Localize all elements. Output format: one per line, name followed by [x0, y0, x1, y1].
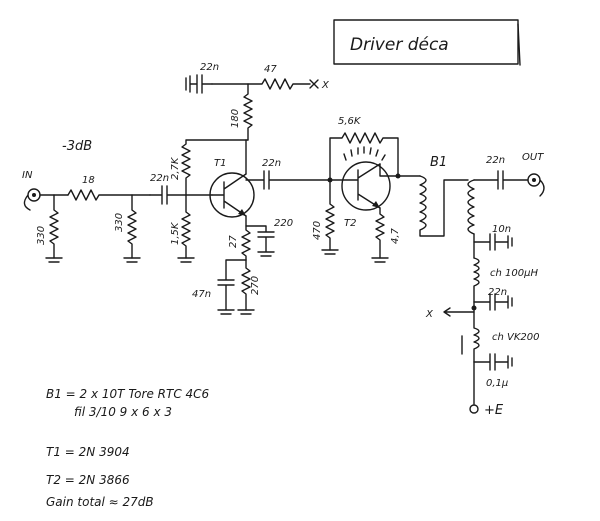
- svg-text:330: 330: [36, 226, 47, 245]
- t1-label: T1: [214, 158, 226, 169]
- c-coupling-out-icon: [245, 170, 331, 190]
- svg-text:X: X: [425, 309, 434, 320]
- transformer-secondary-icon: [467, 179, 475, 235]
- svg-text:270: 270: [250, 276, 261, 295]
- output-section: B1 22n OUT 10n ch 100µH 22n X ch VK200 0…: [419, 152, 545, 418]
- stage1-section: 22n 2,7K 1,5K T1 180 47 X 22n 27 270 47n…: [149, 62, 331, 315]
- svg-text:27: 27: [228, 235, 239, 248]
- svg-text:470: 470: [312, 221, 323, 240]
- svg-text:330: 330: [114, 213, 125, 232]
- choke1-icon: [473, 257, 480, 303]
- note-b1-line2: fil 3/10 9 x 6 x 3: [74, 405, 172, 419]
- heatsink-icon: [343, 146, 386, 161]
- svg-text:ch 100µH: ch 100µH: [490, 268, 538, 279]
- attenuator-label: -3dB: [62, 139, 92, 154]
- svg-text:22n: 22n: [486, 155, 505, 166]
- choke2-icon: [473, 301, 480, 363]
- out-label: OUT: [522, 152, 544, 163]
- t2-transistor-icon: [341, 161, 391, 211]
- svg-text:22n: 22n: [262, 158, 281, 169]
- title: Driver déca: [350, 35, 449, 55]
- in-label: IN: [22, 170, 33, 181]
- svg-text:22n: 22n: [150, 173, 169, 184]
- c-out-icon: [473, 170, 529, 190]
- r-out-shunt-icon: [127, 194, 137, 259]
- c-decoupling3-icon: [473, 353, 513, 371]
- svg-text:22n: 22n: [488, 287, 507, 298]
- svg-text:22n: 22n: [200, 62, 219, 73]
- svg-text:1,5K: 1,5K: [170, 221, 181, 245]
- r-bias-top-icon: [181, 139, 249, 196]
- svg-text:47: 47: [264, 64, 277, 75]
- r-base-icon: [325, 179, 335, 251]
- svg-text:4,7: 4,7: [390, 227, 401, 244]
- attenuator-section: -3dB IN 330 18 330: [22, 139, 151, 263]
- note-gain: Gain total ≈ 27dB: [46, 495, 154, 509]
- c-decoupling1-icon: [473, 233, 513, 251]
- x-arrow-icon: [443, 307, 475, 317]
- b1-label: B1: [430, 155, 447, 170]
- r-emitter2-icon: [241, 259, 251, 311]
- r-collector-icon: [243, 83, 253, 141]
- stage2-section: 5,6K 470 T2 4,7: [312, 116, 421, 263]
- note-t1: T1 = 2N 3904: [46, 445, 130, 459]
- note-b1-line1: B1 = 2 x 10T Tore RTC 4C6: [46, 387, 210, 401]
- c-decoupling2-icon: [473, 293, 513, 311]
- svg-text:47n: 47n: [192, 289, 211, 300]
- r-emitter-t2-icon: [375, 207, 385, 259]
- c-in-icon: [149, 185, 213, 205]
- r-emitter1-icon: [241, 215, 251, 261]
- r-in-shunt-icon: [49, 194, 59, 259]
- svg-text:10n: 10n: [492, 224, 511, 235]
- c-emitter-icon: [217, 259, 247, 315]
- r-supply-icon: [211, 78, 311, 90]
- transformer-primary-icon: [419, 175, 469, 237]
- notes-section: B1 = 2 x 10T Tore RTC 4C6 fil 3/10 9 x 6…: [46, 387, 210, 509]
- supply-x-icon: [309, 79, 319, 89]
- r-series-icon: [67, 189, 151, 201]
- r-bias-bottom-icon: [181, 194, 191, 259]
- svg-text:2,7K: 2,7K: [170, 156, 181, 180]
- ground-icon: [45, 257, 63, 263]
- svg-text:5,6K: 5,6K: [338, 116, 362, 127]
- r-feedback-icon: [329, 132, 399, 181]
- c-collector-gnd-icon: [245, 225, 275, 257]
- svg-text:180: 180: [230, 109, 241, 128]
- title-box: Driver déca: [333, 19, 521, 66]
- c-supply-icon: [185, 74, 213, 94]
- svg-text:ch VK200: ch VK200: [492, 332, 540, 343]
- t1-transistor-icon: [209, 172, 255, 218]
- supply-terminal-icon: [469, 404, 479, 414]
- svg-text:+E: +E: [484, 403, 504, 418]
- t2-label: T2: [344, 218, 356, 229]
- note-t2: T2 = 2N 3866: [46, 473, 130, 487]
- svg-text:0,1µ: 0,1µ: [486, 378, 508, 389]
- svg-text:X: X: [321, 80, 330, 91]
- svg-text:220: 220: [274, 218, 293, 229]
- svg-text:18: 18: [82, 175, 95, 186]
